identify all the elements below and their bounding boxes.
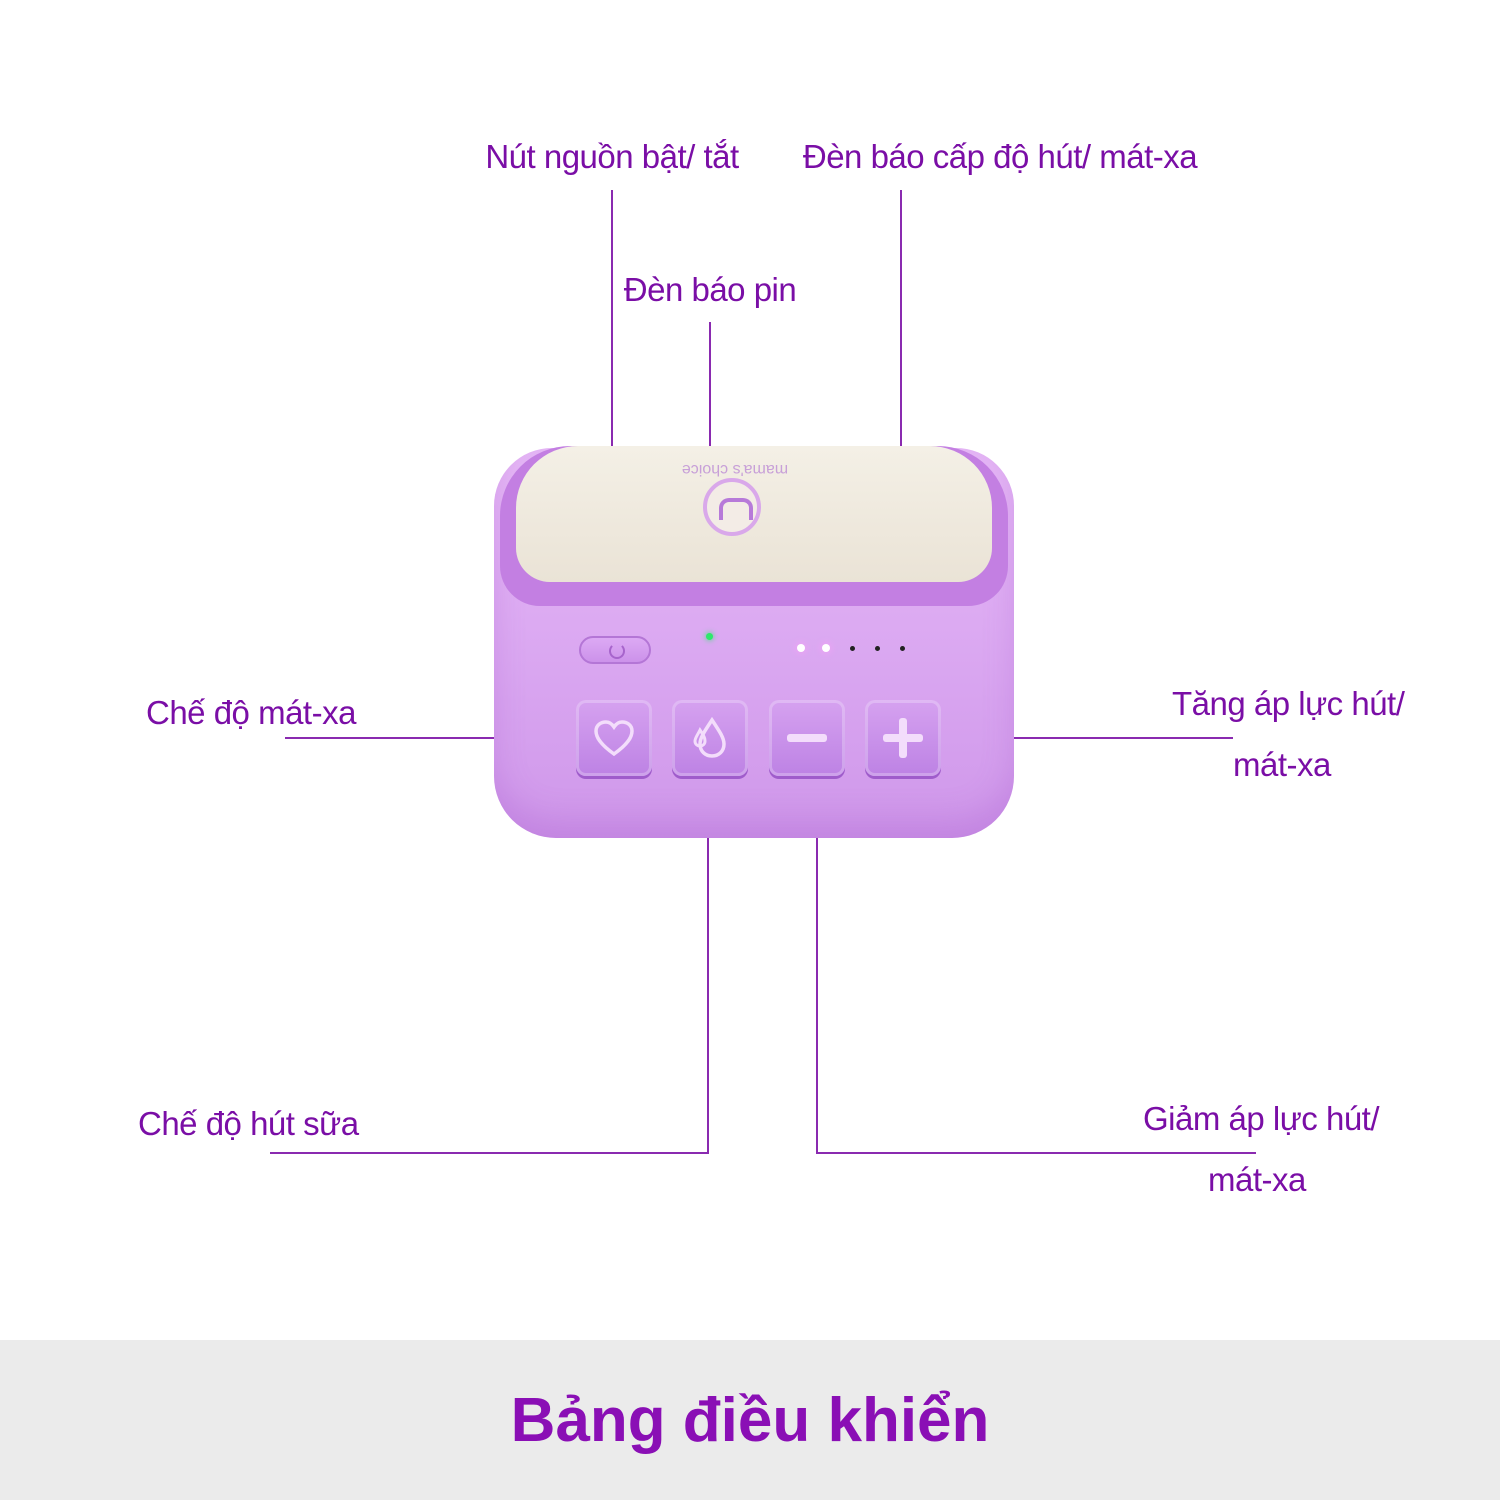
drop-icon	[693, 716, 726, 758]
battery-led	[706, 633, 713, 640]
brand-text: mama's choice	[681, 461, 789, 478]
connector-pump-horizontal	[270, 1152, 709, 1154]
label-battery-indicator: Đèn báo pin	[623, 271, 797, 308]
connector-decrease-horizontal	[816, 1152, 1256, 1154]
level-led	[797, 644, 805, 652]
minus-icon	[787, 734, 827, 742]
label-pump-mode: Chế độ hút sữa	[138, 1105, 359, 1142]
label-power-button: Nút nguồn bật/ tắt	[485, 138, 739, 175]
connector-increase	[961, 737, 1233, 739]
footer-title: Bảng điều khiển	[510, 1386, 990, 1455]
connector-level	[900, 190, 902, 622]
pump-mode-button[interactable]	[672, 700, 748, 776]
decrease-button[interactable]	[769, 700, 845, 776]
label-level-indicator: Đèn báo cấp độ hút/ mát-xa	[802, 138, 1198, 175]
power-button[interactable]	[579, 636, 651, 664]
label-increase-line2: mát-xa	[1233, 746, 1331, 783]
label-increase-line1: Tăng áp lực hút/	[1172, 685, 1405, 722]
increase-button[interactable]	[865, 700, 941, 776]
label-decrease-line2: mát-xa	[1208, 1161, 1306, 1198]
heart-icon	[594, 720, 634, 756]
connector-massage	[285, 737, 557, 739]
label-massage-mode: Chế độ mát-xa	[146, 694, 356, 731]
connector-decrease-vertical	[816, 793, 818, 1153]
level-led	[900, 646, 905, 651]
massage-mode-button[interactable]	[576, 700, 652, 776]
footer-bar	[0, 1340, 1500, 1500]
level-led	[850, 646, 855, 651]
connector-power	[611, 190, 613, 622]
level-led	[822, 644, 830, 652]
brand-logo-icon	[703, 478, 761, 536]
plus-icon	[883, 718, 923, 758]
level-led	[875, 646, 880, 651]
label-decrease-line1: Giảm áp lực hút/	[1143, 1100, 1380, 1137]
connector-pump-vertical	[707, 793, 709, 1153]
